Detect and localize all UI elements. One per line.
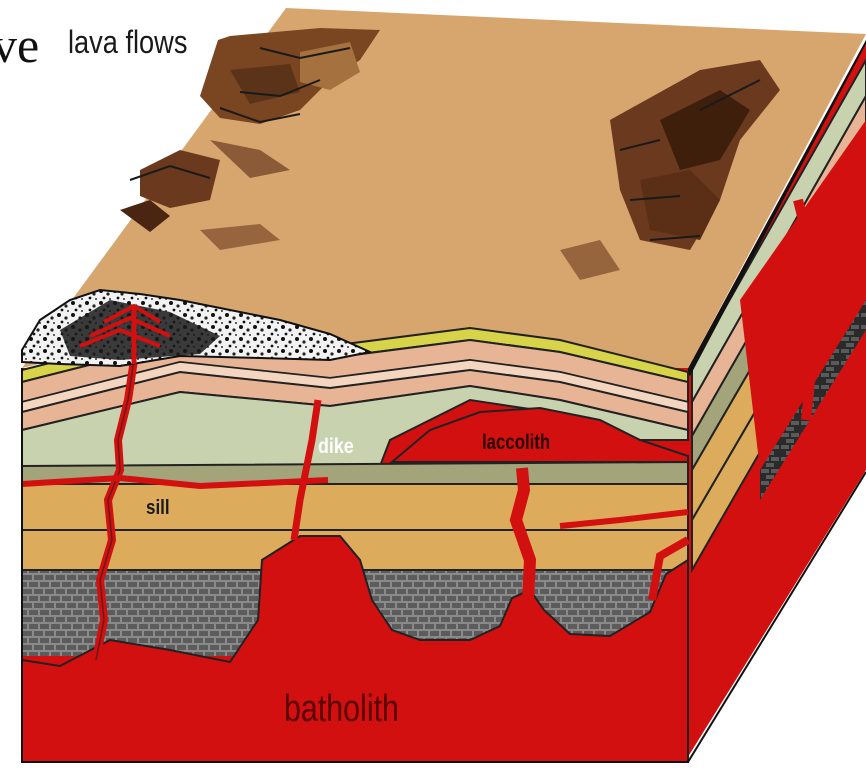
- label-lava-flows: lava flows: [68, 26, 187, 58]
- label-sill: sill: [146, 498, 170, 518]
- label-dike: dike: [318, 436, 354, 457]
- label-laccolith: laccolith: [482, 432, 550, 453]
- label-batholith: batholith: [284, 690, 399, 728]
- slide-partial-text: ve: [0, 20, 39, 70]
